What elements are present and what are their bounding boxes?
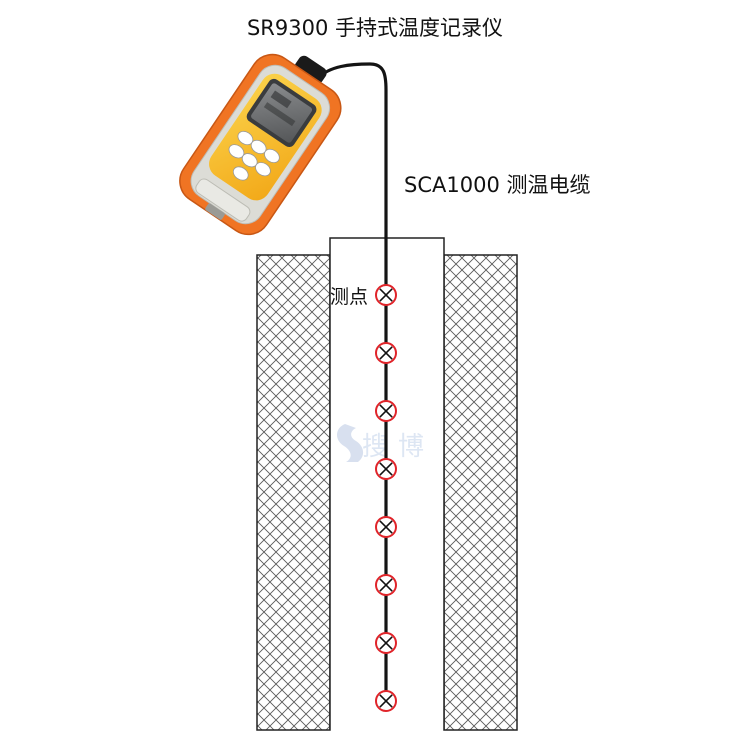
sensor-point: [375, 690, 397, 712]
sensor-point: [375, 458, 397, 480]
sensor-point: [375, 400, 397, 422]
sensor-point: [375, 342, 397, 364]
sensor-point: [375, 516, 397, 538]
soil-left-block: [256, 254, 331, 731]
handheld-logger-device: [179, 53, 342, 236]
watermark-logo: 搜博: [336, 424, 434, 462]
sensor-point: [375, 574, 397, 596]
sensor-point: [375, 632, 397, 654]
measure-point-label: 测点: [330, 286, 369, 308]
soil-right-block: [443, 254, 518, 731]
svg-text:搜博: 搜博: [362, 432, 434, 462]
temperature-cable: [316, 62, 388, 700]
sensor-points: [375, 284, 397, 712]
diagram-title: SR9300 手持式温度记录仪: [246, 16, 504, 40]
cable-label: SCA1000 测温电缆: [404, 173, 591, 197]
sensor-point: [375, 284, 397, 306]
